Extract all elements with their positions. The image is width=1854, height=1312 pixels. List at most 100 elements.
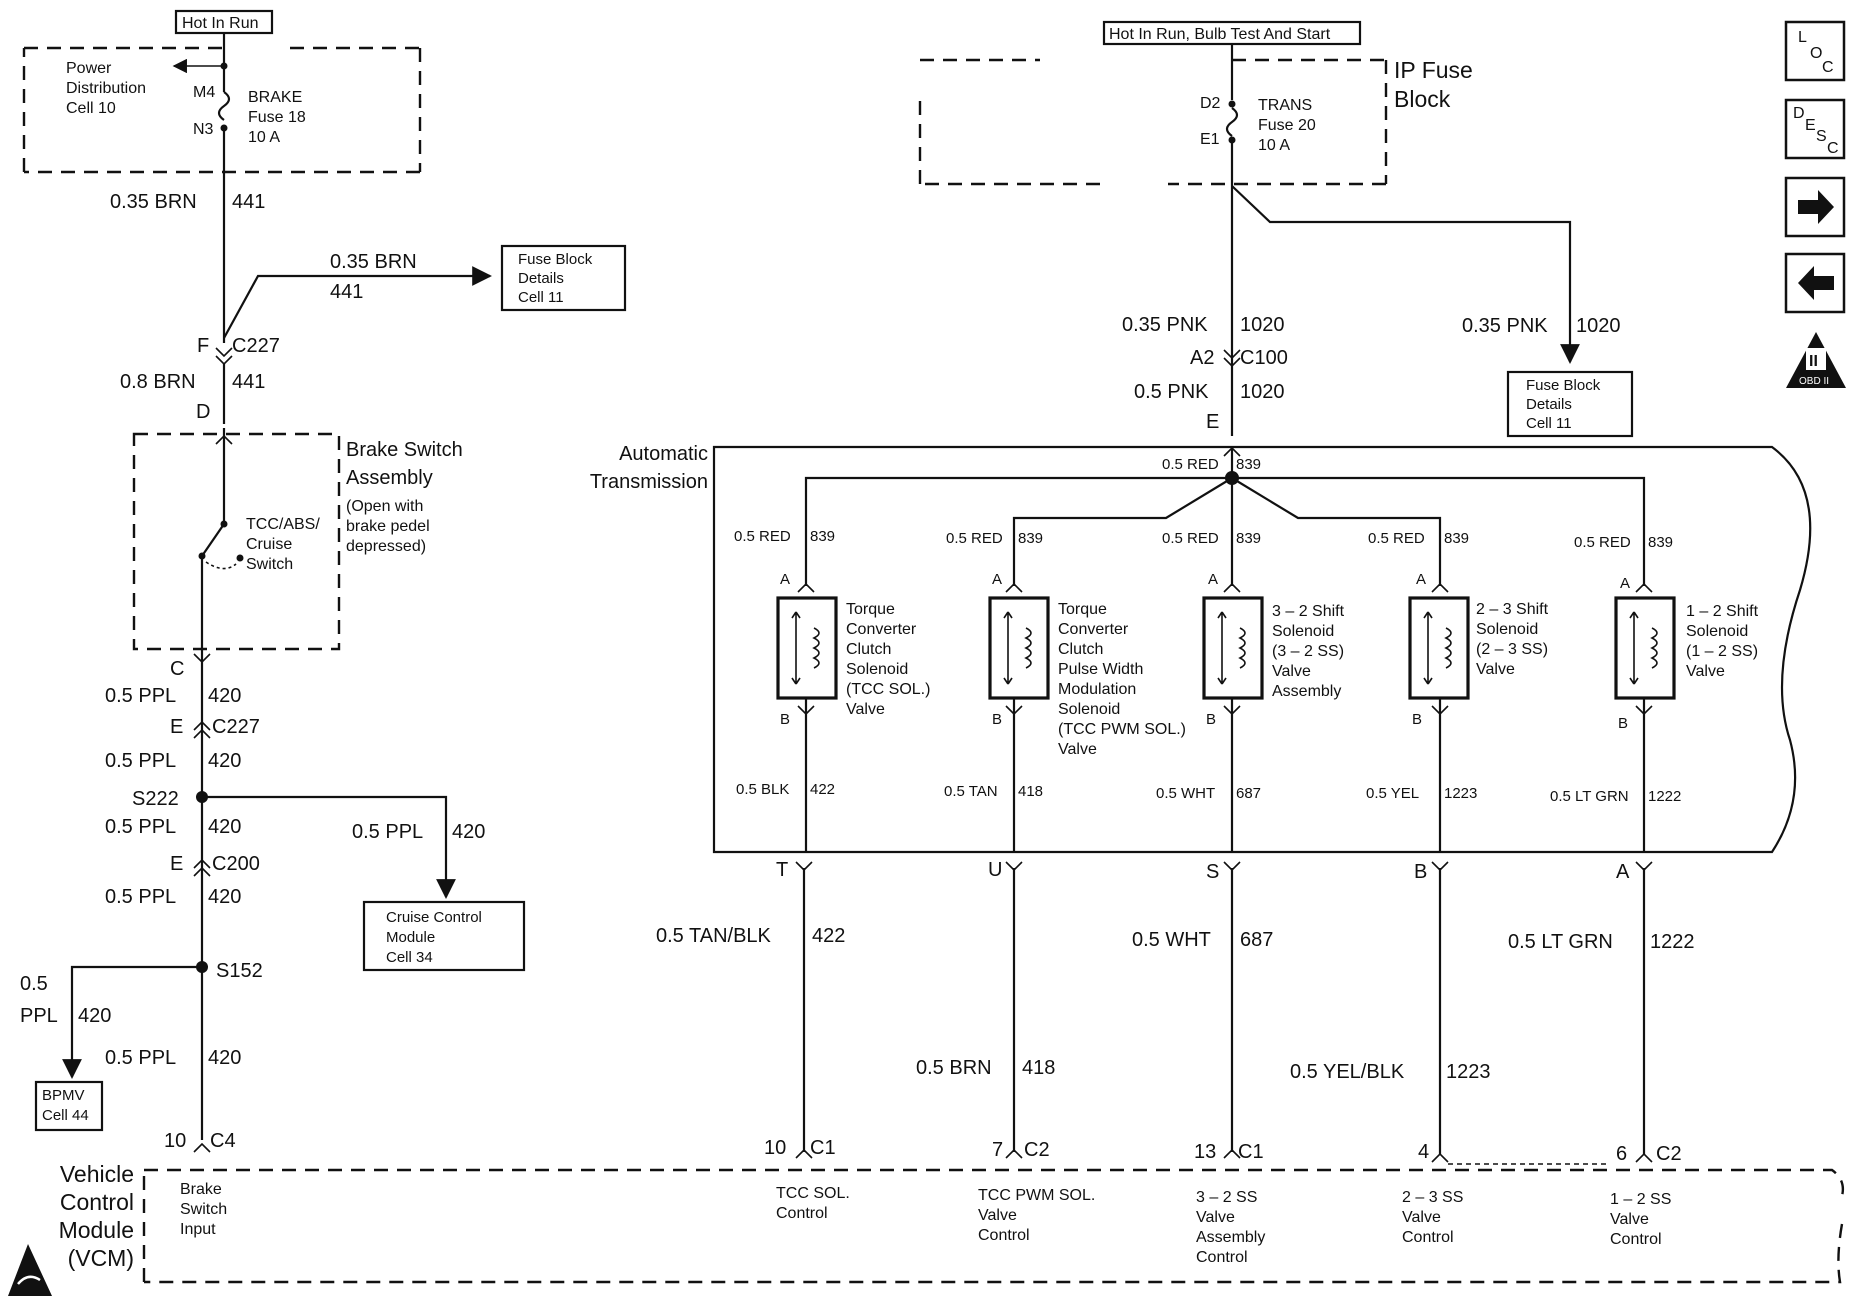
svg-text:Details: Details — [1526, 396, 1572, 413]
svg-text:PPL: PPL — [20, 1005, 58, 1027]
svg-text:Block: Block — [1394, 86, 1451, 112]
back-arrow-icon[interactable] — [1784, 252, 1846, 314]
svg-text:B: B — [992, 711, 1002, 728]
svg-text:Pulse Width: Pulse Width — [1058, 661, 1143, 678]
harness-u-418: U 0.5 BRN 418 7 C2 — [916, 859, 1055, 1161]
svg-text:Valve: Valve — [978, 1207, 1017, 1224]
wire-branch-cruise — [202, 795, 456, 899]
svg-text:Solenoid: Solenoid — [846, 661, 908, 678]
svg-text:OBD II: OBD II — [1799, 376, 1829, 387]
svg-text:839: 839 — [1018, 530, 1043, 547]
svg-text:0.5 BLK: 0.5 BLK — [736, 781, 789, 798]
svg-text:Converter: Converter — [846, 621, 917, 638]
svg-text:Cell 11: Cell 11 — [1526, 415, 1572, 432]
svg-text:A: A — [1208, 571, 1218, 588]
svg-text:839: 839 — [1648, 534, 1673, 551]
svg-text:4: 4 — [1418, 1141, 1429, 1163]
svg-text:1020: 1020 — [1576, 315, 1621, 337]
svg-text:F: F — [197, 335, 209, 357]
svg-text:0.5 RED: 0.5 RED — [1162, 456, 1219, 473]
svg-text:418: 418 — [1022, 1057, 1055, 1079]
3-2-shift-solenoid: 0.5 RED 839 A B 3 – 2 Shift Solenoid (3 … — [1156, 530, 1345, 852]
svg-text:Torque: Torque — [1058, 601, 1107, 618]
svg-text:Clutch: Clutch — [1058, 641, 1103, 658]
svg-text:Modulation: Modulation — [1058, 681, 1136, 698]
svg-text:0.5 PPL: 0.5 PPL — [105, 816, 176, 838]
harness-a-1222: A 0.5 LT GRN 1222 6 C2 — [1508, 861, 1695, 1165]
harness-t-422: T 0.5 TAN/BLK 422 10 C1 — [656, 859, 845, 1159]
wire-red-839-bus — [804, 476, 1646, 586]
svg-text:S152: S152 — [216, 960, 263, 982]
svg-text:L: L — [1798, 29, 1807, 46]
svg-text:422: 422 — [810, 781, 835, 798]
svg-text:1222: 1222 — [1650, 931, 1695, 953]
svg-text:Hot In Run: Hot In Run — [182, 15, 258, 32]
svg-text:Distribution: Distribution — [66, 80, 146, 97]
svg-text:U: U — [988, 859, 1002, 881]
svg-text:E: E — [170, 716, 183, 738]
switch-label: TCC/ABS/ Cruise Switch — [246, 516, 320, 573]
svg-text:Cell 11: Cell 11 — [518, 289, 564, 306]
svg-text:839: 839 — [1236, 530, 1261, 547]
svg-text:0.5 TAN/BLK: 0.5 TAN/BLK — [656, 925, 772, 947]
desc-icon[interactable]: D E S C — [1784, 98, 1846, 160]
svg-text:Cell 44: Cell 44 — [42, 1107, 89, 1124]
wire-branch-bpmv — [62, 965, 202, 1079]
svg-text:839: 839 — [810, 528, 835, 545]
svg-text:TRANS: TRANS — [1258, 97, 1312, 114]
svg-text:BRAKE: BRAKE — [248, 89, 302, 106]
svg-text:Control: Control — [1610, 1231, 1662, 1248]
svg-text:441: 441 — [330, 281, 363, 303]
svg-text:2 – 3 Shift: 2 – 3 Shift — [1476, 601, 1549, 618]
svg-text:420: 420 — [208, 886, 241, 908]
svg-text:Assembly: Assembly — [346, 467, 433, 489]
svg-text:Cell 34: Cell 34 — [386, 949, 433, 966]
svg-text:Fuse Block: Fuse Block — [518, 251, 593, 268]
svg-text:Details: Details — [518, 270, 564, 287]
svg-text:TCC PWM SOL.: TCC PWM SOL. — [978, 1187, 1095, 1204]
tcc-abs-cruise-switch — [201, 523, 225, 557]
svg-text:brake pedel: brake pedel — [346, 518, 430, 535]
svg-text:Valve: Valve — [1610, 1211, 1649, 1228]
svg-text:E1: E1 — [1200, 131, 1220, 148]
svg-text:T: T — [776, 859, 788, 881]
svg-text:(3 – 2 SS): (3 – 2 SS) — [1272, 643, 1344, 660]
svg-text:Hot In Run, Bulb Test And Star: Hot In Run, Bulb Test And Start — [1109, 26, 1331, 43]
svg-text:10: 10 — [764, 1137, 786, 1159]
connector-c100-a2: A2 C100 — [1190, 347, 1288, 369]
svg-text:E: E — [1206, 411, 1219, 433]
loc-icon[interactable]: L O C — [1784, 20, 1846, 82]
svg-text:839: 839 — [1444, 530, 1469, 547]
svg-text:C2: C2 — [1656, 1143, 1682, 1165]
svg-text:Valve: Valve — [1058, 741, 1097, 758]
svg-text:0.5 RED: 0.5 RED — [1368, 530, 1425, 547]
power-distribution-label: Power Distribution Cell 10 — [66, 60, 146, 117]
svg-text:Fuse Block: Fuse Block — [1526, 377, 1601, 394]
tcc-pwm-control-label: TCC PWM SOL. Valve Control — [978, 1187, 1095, 1244]
svg-text:0.35 PNK: 0.35 PNK — [1122, 314, 1208, 336]
svg-text:1223: 1223 — [1446, 1061, 1491, 1083]
svg-text:418: 418 — [1018, 783, 1043, 800]
svg-text:3 – 2 Shift: 3 – 2 Shift — [1272, 603, 1345, 620]
svg-text:BPMV: BPMV — [42, 1087, 85, 1104]
svg-text:(TCC PWM SOL.): (TCC PWM SOL.) — [1058, 721, 1186, 738]
forward-arrow-icon[interactable] — [1784, 176, 1846, 238]
svg-text:0.5 TAN: 0.5 TAN — [944, 783, 998, 800]
svg-text:10: 10 — [164, 1130, 186, 1152]
trans-fuse-20: D2 E1 TRANS Fuse 20 10 A — [1200, 95, 1316, 154]
svg-text:420: 420 — [78, 1005, 111, 1027]
tcc-sol-control-label: TCC SOL. Control — [776, 1185, 850, 1222]
svg-text:Assembly: Assembly — [1196, 1229, 1265, 1246]
svg-text:(VCM): (VCM) — [68, 1245, 134, 1271]
svg-text:C: C — [1822, 59, 1834, 76]
svg-text:0.5 RED: 0.5 RED — [1162, 530, 1219, 547]
obd-ii-icon[interactable]: II OBD II — [1786, 332, 1846, 388]
svg-text:Solenoid: Solenoid — [1686, 623, 1748, 640]
3-2-ss-control-label: 3 – 2 SS Valve Assembly Control — [1196, 1189, 1265, 1266]
svg-text:C1: C1 — [1238, 1141, 1264, 1163]
svg-text:depressed): depressed) — [346, 538, 426, 555]
svg-text:C227: C227 — [212, 716, 260, 738]
svg-text:C227: C227 — [232, 335, 280, 357]
svg-text:0.5 RED: 0.5 RED — [734, 528, 791, 545]
wire-branch-brn-441 — [223, 266, 492, 339]
